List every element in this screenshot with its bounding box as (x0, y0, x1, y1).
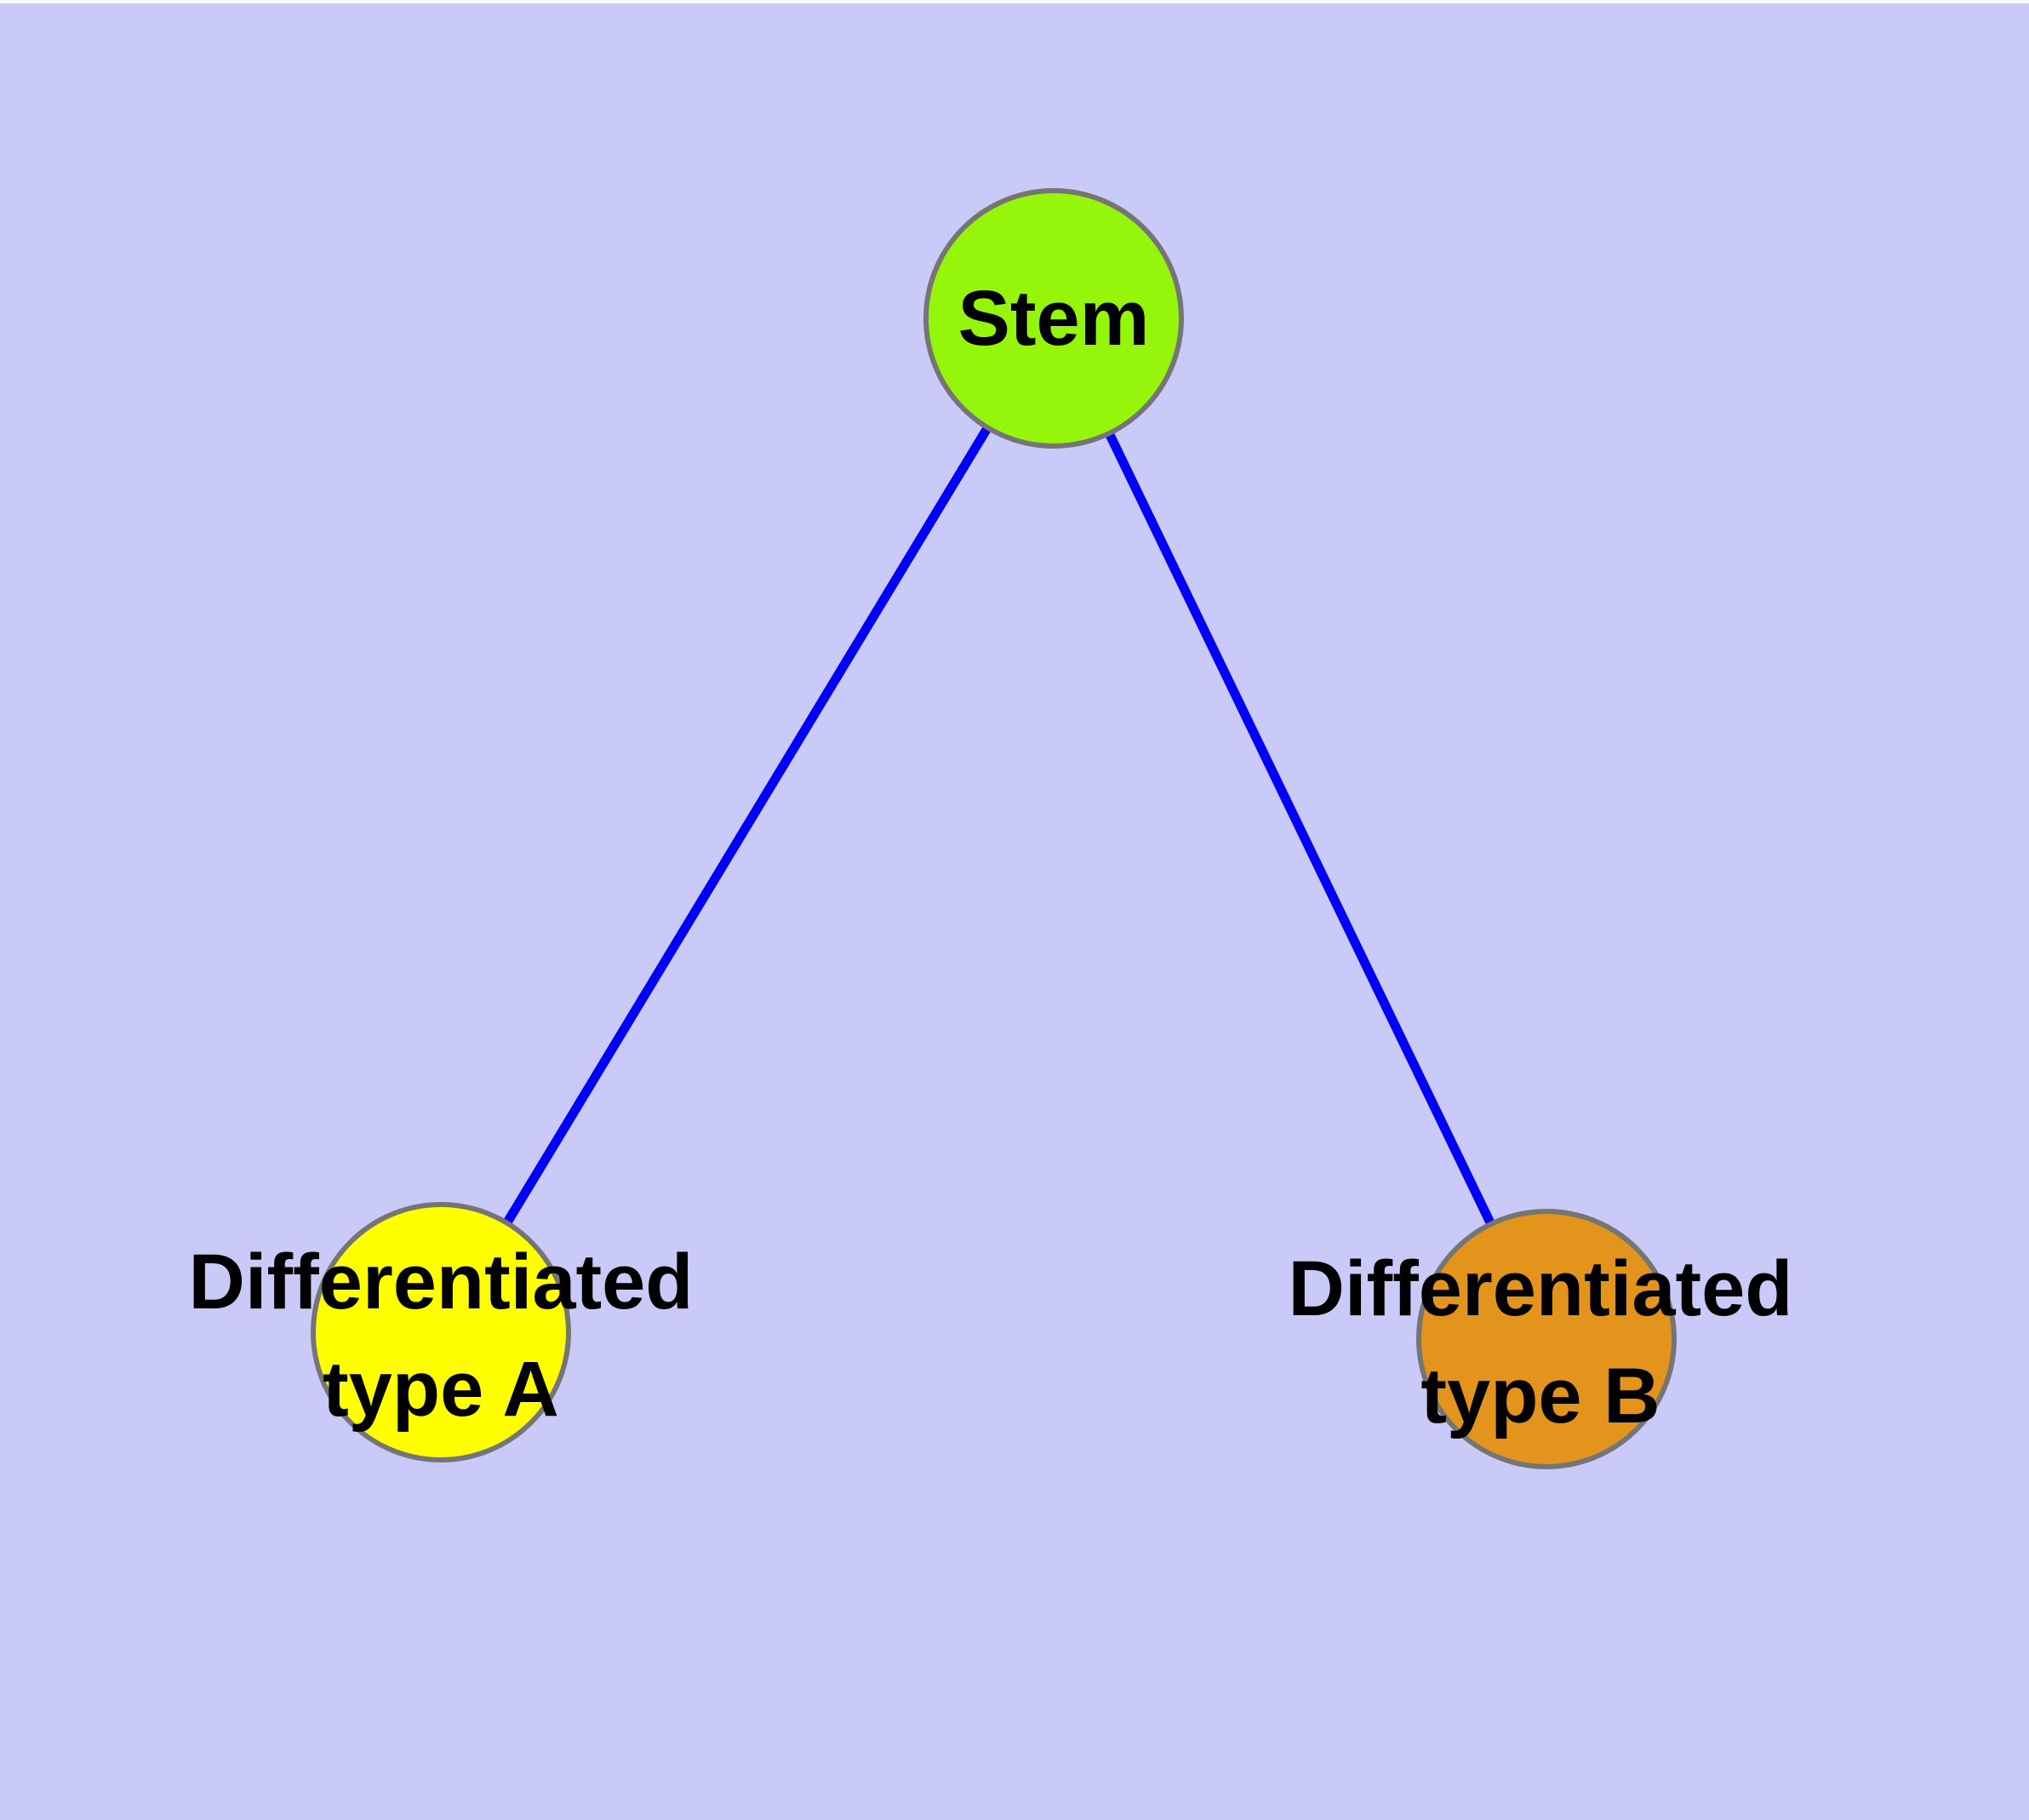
node-differentiated-type-a (311, 1202, 571, 1462)
node-stem (923, 188, 1184, 449)
edge-stem-to-differentiated-type-b (1049, 316, 1551, 1342)
node-differentiated-type-b (1416, 1209, 1677, 1469)
edge-stem-to-differentiated-type-a (437, 316, 1058, 1335)
top-strip (0, 0, 2029, 3)
